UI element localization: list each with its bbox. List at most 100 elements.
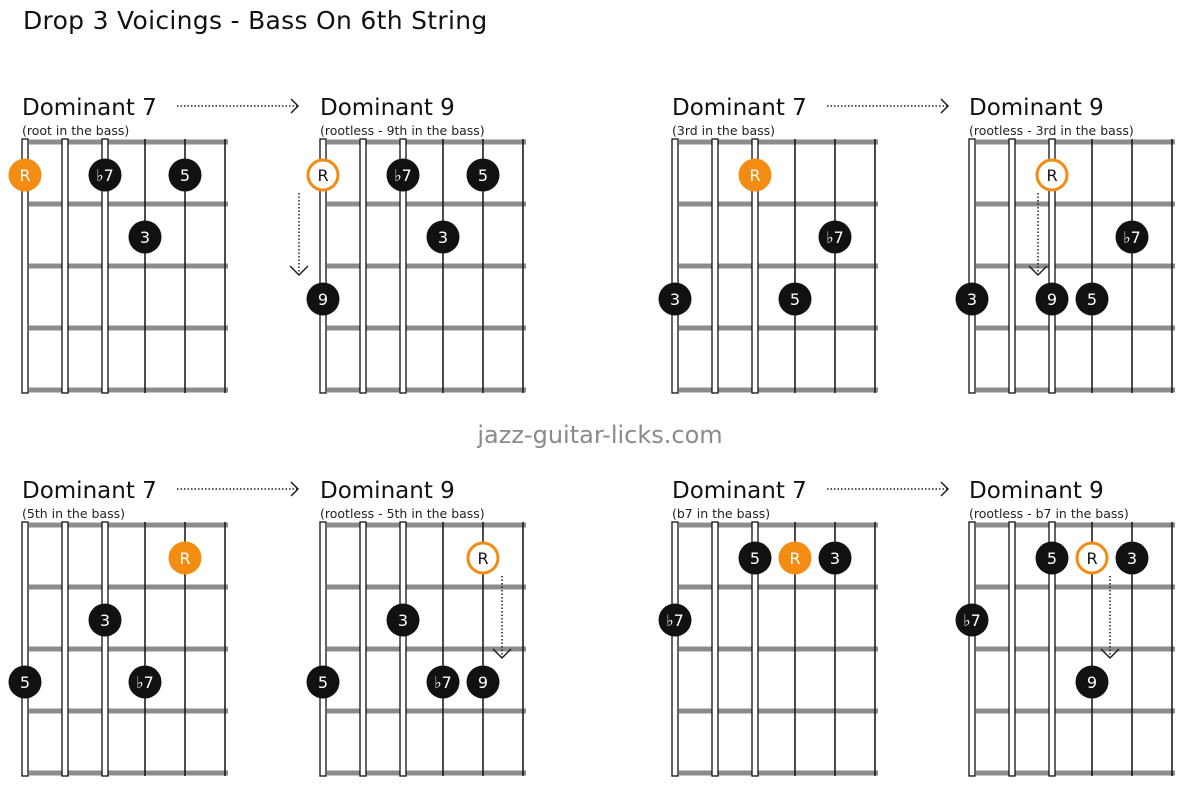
note-label: 5 <box>750 549 760 568</box>
chord-subtitle: (root in the bass) <box>22 123 129 138</box>
note-dot <box>426 665 460 699</box>
note-dot <box>306 665 340 699</box>
note-dot <box>955 282 989 316</box>
arrow-head-icon <box>492 648 512 660</box>
root-dot <box>738 158 772 192</box>
note-marker: 3 <box>955 282 989 316</box>
note-marker: R <box>778 541 812 575</box>
chord-title: Dominant 7 <box>22 478 157 504</box>
note-label: 5 <box>20 673 30 692</box>
root-dot <box>168 541 202 575</box>
note-marker: ♭7 <box>818 220 852 254</box>
note-marker: 5 <box>1035 541 1069 575</box>
watermark: jazz-guitar-licks.com <box>477 421 723 449</box>
string-6 <box>319 521 327 777</box>
chord-title: Dominant 7 <box>672 478 807 504</box>
fret-line <box>679 770 878 776</box>
fret-line <box>679 201 878 207</box>
note-marker: 9 <box>1075 665 1109 699</box>
note-dot <box>466 665 500 699</box>
fret-line <box>29 139 228 145</box>
note-label: 5 <box>1087 290 1097 309</box>
note-label: R <box>749 166 760 185</box>
string-6 <box>968 138 976 394</box>
fret-line <box>679 387 878 393</box>
note-dot <box>128 665 162 699</box>
note-marker: R <box>8 158 42 192</box>
string-4 <box>751 138 759 394</box>
fret-line <box>327 263 526 269</box>
fret-line <box>327 325 526 331</box>
string-4 <box>1048 521 1056 777</box>
root-outline-dot <box>306 158 340 192</box>
note-label: 9 <box>318 290 328 309</box>
note-marker: 3 <box>426 220 460 254</box>
note-marker: ♭7 <box>1115 220 1149 254</box>
note-marker: 9 <box>466 665 500 699</box>
note-label: ♭7 <box>963 611 981 630</box>
note-label: 5 <box>478 166 488 185</box>
fret-line <box>29 584 228 590</box>
string-5 <box>1008 138 1016 394</box>
fret-line <box>679 646 878 652</box>
fret-line <box>976 387 1175 393</box>
chord-diagram: Dominant 9(rootless - 5th in the bass)R3… <box>306 478 526 777</box>
string-5 <box>711 521 719 777</box>
root-outline-dot <box>1035 158 1069 192</box>
note-label: R <box>477 549 488 568</box>
note-marker: 3 <box>88 603 122 637</box>
chord-title: Dominant 9 <box>969 95 1104 121</box>
string-5 <box>359 138 367 394</box>
note-dot <box>658 282 692 316</box>
chord-diagram: Dominant 9(rootless - 3rd in the bass)R♭… <box>955 95 1175 394</box>
note-marker: 3 <box>386 603 420 637</box>
chord-subtitle: (b7 in the bass) <box>672 506 770 521</box>
note-marker: R <box>738 158 772 192</box>
fret-line <box>976 201 1175 207</box>
arrow-head-icon <box>290 98 300 114</box>
string-5 <box>61 138 69 394</box>
note-marker: 5 <box>466 158 500 192</box>
root-dot <box>778 541 812 575</box>
note-marker: 5 <box>738 541 772 575</box>
note-marker: 3 <box>1115 541 1149 575</box>
chord-title: Dominant 7 <box>22 95 157 121</box>
note-label: ♭7 <box>666 611 684 630</box>
note-label: 5 <box>1047 549 1057 568</box>
note-dot <box>386 603 420 637</box>
note-dot <box>1115 541 1149 575</box>
chord-subtitle: (3rd in the bass) <box>672 123 775 138</box>
note-marker: 9 <box>1035 282 1069 316</box>
chord-title: Dominant 7 <box>672 95 807 121</box>
arrow-head-icon <box>290 481 300 497</box>
note-label: R <box>1086 549 1097 568</box>
note-marker: ♭7 <box>386 158 420 192</box>
string-4 <box>101 521 109 777</box>
note-marker: ♭7 <box>88 158 122 192</box>
note-marker: R <box>168 541 202 575</box>
note-marker: 3 <box>818 541 852 575</box>
note-label: 5 <box>790 290 800 309</box>
note-label: R <box>317 166 328 185</box>
note-dot <box>8 665 42 699</box>
note-label: R <box>19 166 30 185</box>
string-6 <box>21 521 29 777</box>
fret-line <box>29 708 228 714</box>
note-label: 3 <box>967 290 977 309</box>
note-label: 3 <box>140 228 150 247</box>
note-label: 3 <box>1127 549 1137 568</box>
fret-line <box>679 584 878 590</box>
note-marker: 5 <box>306 665 340 699</box>
chord-diagram: Dominant 9(rootless - 9th in the bass)R♭… <box>289 95 526 394</box>
note-marker: 5 <box>778 282 812 316</box>
note-label: R <box>1046 166 1057 185</box>
note-dot <box>426 220 460 254</box>
note-dot <box>128 220 162 254</box>
fret-line <box>976 522 1175 528</box>
note-dot <box>466 158 500 192</box>
fret-line <box>976 646 1175 652</box>
note-label: 9 <box>1047 290 1057 309</box>
chord-subtitle: (rootless - b7 in the bass) <box>969 506 1129 521</box>
